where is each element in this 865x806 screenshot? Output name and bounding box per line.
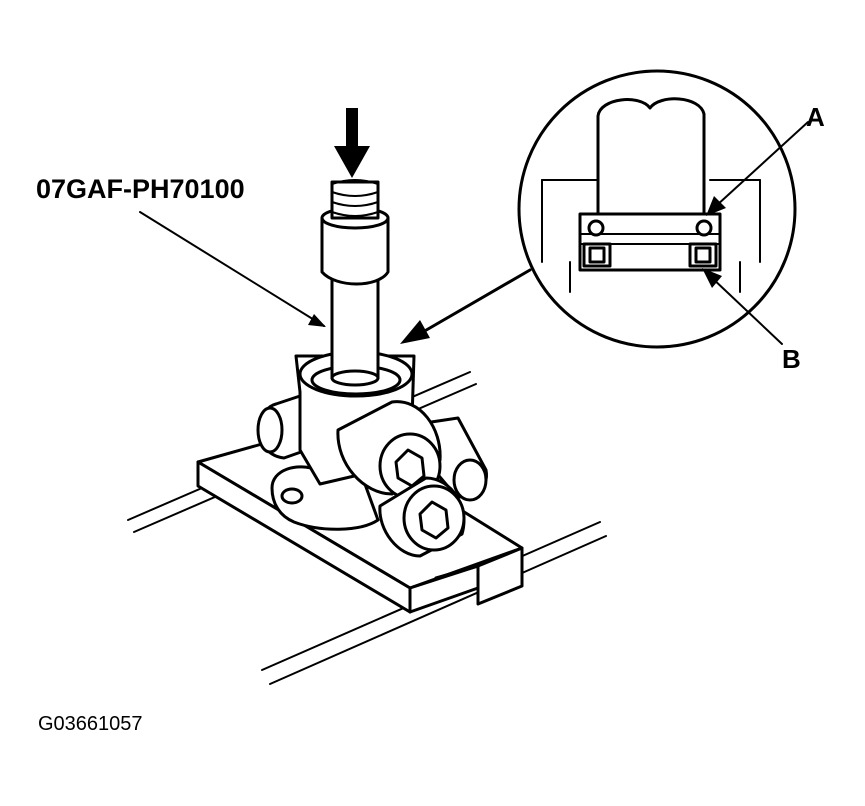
press-arrow-icon <box>334 108 370 178</box>
callout-b-arrowhead <box>702 268 722 288</box>
tool-number-label: 07GAF-PH70100 <box>36 174 245 204</box>
figure-code-label: G03661057 <box>38 713 143 735</box>
callout-b-label: B <box>782 344 801 374</box>
callout-a-leader <box>715 121 809 207</box>
detail-view <box>517 69 797 349</box>
callout-b-leader <box>709 275 783 345</box>
detail-pointer-arrowhead <box>400 320 430 344</box>
callout-a-label: A <box>806 102 825 132</box>
tool-leader-arrowhead <box>308 314 326 327</box>
installer-tool <box>320 179 390 387</box>
detail-pointer-line <box>414 268 532 338</box>
callout-a-arrowhead <box>706 196 726 216</box>
valve-body <box>256 350 488 558</box>
tool-leader-line <box>139 211 325 327</box>
